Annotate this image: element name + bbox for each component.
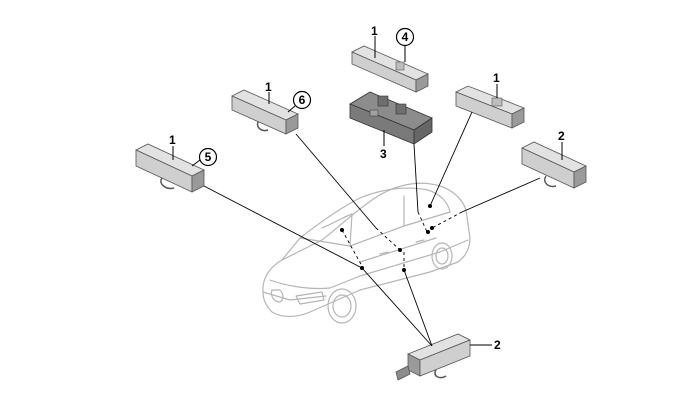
callout-label-2-bottom: 2 bbox=[494, 338, 501, 352]
callout-label-1-top: 1 bbox=[371, 24, 378, 38]
callout-label-5: 5 bbox=[205, 150, 212, 164]
callout-label-4: 4 bbox=[402, 30, 409, 44]
callout-label-1-left: 1 bbox=[169, 133, 176, 147]
car-outline bbox=[262, 182, 471, 324]
callout-circle-6 bbox=[292, 90, 312, 110]
callout-label-6: 6 bbox=[299, 93, 306, 107]
callout-label-1-right: 1 bbox=[493, 71, 500, 85]
antenna-module-part-1-left-mid bbox=[231, 89, 299, 135]
leader-line-5 bbox=[191, 159, 201, 167]
antenna-module-part-1-left bbox=[135, 143, 205, 193]
connection-points bbox=[340, 204, 434, 272]
antenna-module-part-1-top bbox=[351, 45, 429, 93]
callout-label-2-right: 2 bbox=[558, 129, 565, 143]
antenna-module-part-1-right bbox=[455, 85, 525, 129]
callout-label-1-left-mid: 1 bbox=[265, 80, 272, 94]
callout-circle-4 bbox=[395, 27, 415, 47]
antenna-base-part-3 bbox=[349, 91, 433, 145]
leader-line-6 bbox=[287, 105, 296, 113]
antenna-module-part-2-bottom bbox=[395, 333, 471, 381]
callout-label-3: 3 bbox=[380, 147, 387, 161]
callout-circle-5 bbox=[198, 147, 218, 167]
antenna-module-part-2-right bbox=[521, 141, 587, 189]
connector-lines bbox=[203, 111, 541, 347]
